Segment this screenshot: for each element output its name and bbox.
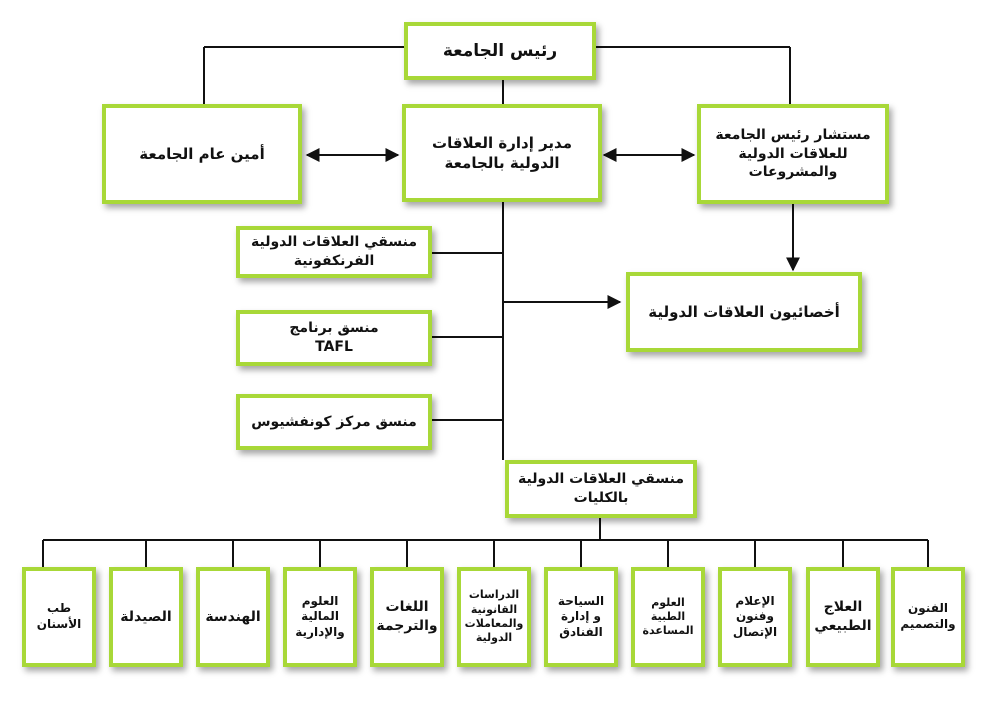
node-ir-specialists: أخصائيون العلاقات الدولية (626, 272, 862, 352)
faculties-coordinator-label: منسقي العلاقات الدولية بالكليات (518, 471, 685, 506)
node-confucius-coordinator: منسق مركز كونفشيوس (236, 394, 432, 450)
node-francophone-coordinator: منسقي العلاقات الدولية الفرنكفونية (236, 226, 432, 278)
faculty-label: طب الأسنان (36, 601, 82, 631)
faculty-label: الدراسات القانونية والمعاملات الدولية (464, 588, 524, 645)
advisor-label: مستشار رئيس الجامعة للعلاقات الدولية وال… (715, 126, 871, 181)
secretary-general-label: أمين عام الجامعة (139, 144, 265, 163)
node-ir-director: مدير إدارة العلاقات الدولية بالجامعة (402, 104, 602, 202)
node-faculties-coordinator: منسقي العلاقات الدولية بالكليات (505, 460, 697, 518)
faculty-engineering: الهندسة (196, 567, 270, 667)
faculty-dentistry: طب الأسنان (22, 567, 96, 667)
faculty-label: السياحة و إدارة الفنادق (557, 593, 605, 639)
node-tafl-coordinator: منسق برنامج TAFL (236, 310, 432, 366)
president-label: رئيس الجامعة (442, 40, 558, 61)
tafl-coordinator-label: منسق برنامج TAFL (289, 320, 379, 355)
faculty-label: الهندسة (205, 608, 261, 625)
node-secretary-general: أمين عام الجامعة (102, 104, 302, 204)
faculty-languages: اللغات والترجمة (370, 567, 444, 667)
faculty-label: العلوم الطبية المساعدة (642, 595, 694, 638)
ir-director-label: مدير إدارة العلاقات الدولية بالجامعة (432, 133, 572, 172)
faculty-media: الإعلام وفنون الإتصال (718, 567, 792, 667)
faculty-label: الإعلام وفنون الإتصال (732, 593, 778, 639)
faculty-financial-admin: العلوم المالية والإدارية (283, 567, 357, 667)
faculty-label: اللغات والترجمة (376, 599, 438, 634)
faculty-legal-studies: الدراسات القانونية والمعاملات الدولية (457, 567, 531, 667)
faculty-label: العلوم المالية والإدارية (295, 593, 345, 639)
faculty-label: الصيدلة (120, 608, 172, 625)
faculty-label: الفنون والتصميم (900, 601, 956, 631)
faculty-medical-sciences: العلوم الطبية المساعدة (631, 567, 705, 667)
faculty-label: العلاج الطبيعي (814, 599, 872, 634)
faculty-tourism: السياحة و إدارة الفنادق (544, 567, 618, 667)
francophone-coordinator-label: منسقي العلاقات الدولية الفرنكفونية (251, 234, 418, 269)
faculty-arts-design: الفنون والتصميم (891, 567, 965, 667)
node-president: رئيس الجامعة (404, 22, 596, 80)
faculty-physical-therapy: العلاج الطبيعي (806, 567, 880, 667)
ir-specialists-label: أخصائيون العلاقات الدولية (648, 302, 840, 321)
confucius-coordinator-label: منسق مركز كونفشيوس (251, 413, 417, 430)
faculty-pharmacy: الصيدلة (109, 567, 183, 667)
node-advisor: مستشار رئيس الجامعة للعلاقات الدولية وال… (697, 104, 889, 204)
